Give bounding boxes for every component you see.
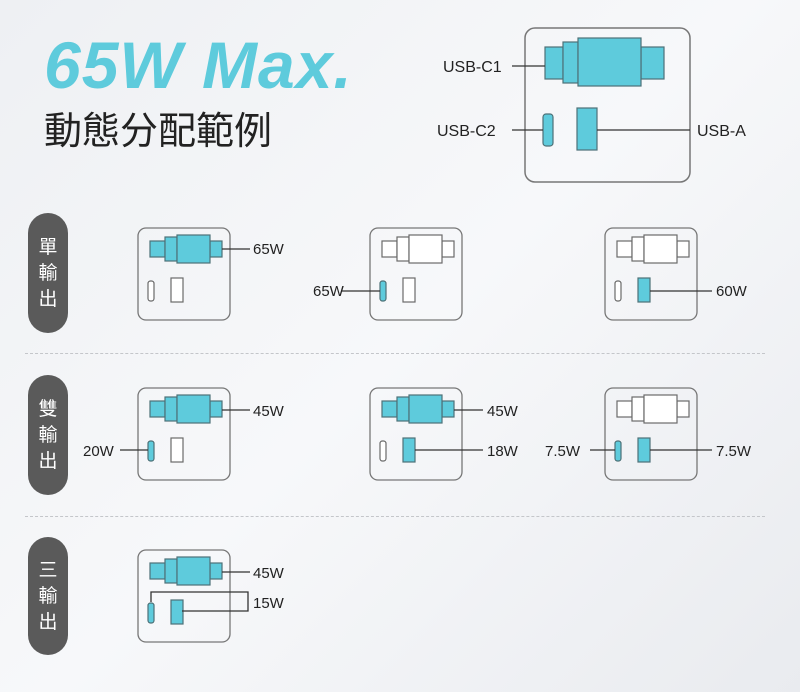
charger-outline xyxy=(137,549,231,643)
power-label: 45W xyxy=(253,403,285,420)
usb-c1-plug-cap xyxy=(640,46,665,80)
power-label: 20W xyxy=(83,443,115,460)
usb-c2-port xyxy=(379,440,387,462)
usb-c2-port xyxy=(614,440,622,462)
usb-a-port xyxy=(402,277,416,303)
power-label: 7.5W xyxy=(545,443,581,460)
usb-a-port xyxy=(170,277,184,303)
usb-a-port xyxy=(170,437,184,463)
usb-c1-plug-collar xyxy=(164,236,178,262)
usb-c1-plug-body xyxy=(577,37,642,87)
usb-c1-plug-collar xyxy=(631,396,645,422)
power-label: 65W xyxy=(313,283,345,300)
usb-c1-plug-cap xyxy=(381,400,398,418)
charger-outline xyxy=(137,387,231,481)
power-label: 7.5W xyxy=(716,443,752,460)
usb-c1-plug-cap xyxy=(676,240,690,258)
charger-outline xyxy=(604,387,698,481)
usb-c1-plug-cap xyxy=(209,562,223,580)
usb-c1-plug-collar xyxy=(164,558,178,584)
page-subtitle: 動態分配範例 xyxy=(44,109,273,153)
row-label-char: 輸 xyxy=(38,585,58,607)
usb-c1-plug-cap xyxy=(616,240,633,258)
row-label-dual: 雙輸出 xyxy=(28,375,68,495)
usb-c1-plug-body xyxy=(176,234,211,264)
row-divider xyxy=(25,516,765,517)
usb-a-port xyxy=(637,437,651,463)
row-label-char: 單 xyxy=(38,236,58,258)
usb-c1-plug-body xyxy=(408,234,443,264)
usb-c1-plug-body xyxy=(643,234,678,264)
row-label-char: 輸 xyxy=(38,424,58,446)
usb-c1-plug-cap xyxy=(544,46,564,80)
usb-a-port xyxy=(637,277,651,303)
usb-c1-plug-collar xyxy=(396,396,410,422)
power-label: 18W xyxy=(487,443,519,460)
usb-c1-plug-cap xyxy=(149,562,166,580)
legend-usb-a: USB-A xyxy=(697,123,746,140)
usb-a-port xyxy=(402,437,416,463)
row-label-triple: 三輸出 xyxy=(28,537,68,655)
usb-c1-plug-cap xyxy=(149,400,166,418)
charger-outline xyxy=(369,387,463,481)
usb-c1-plug-body xyxy=(408,394,443,424)
usb-c2-port xyxy=(147,602,155,624)
usb-c1-plug-collar xyxy=(396,236,410,262)
usb-c1-plug-collar xyxy=(562,41,579,84)
row-label-char: 出 xyxy=(38,288,58,310)
usb-c2-port xyxy=(542,113,554,147)
charger-outline xyxy=(604,227,698,321)
charger-outline xyxy=(369,227,463,321)
row-label-char: 出 xyxy=(38,611,58,633)
usb-c1-plug-cap xyxy=(209,400,223,418)
usb-c1-plug-cap xyxy=(209,240,223,258)
connector-line xyxy=(150,591,249,612)
legend-usb-c1: USB-C1 xyxy=(443,59,502,76)
usb-c2-port xyxy=(147,280,155,302)
power-label: 45W xyxy=(487,403,519,420)
usb-c2-port xyxy=(147,440,155,462)
usb-c1-plug-body xyxy=(176,394,211,424)
charger-outline xyxy=(524,27,691,183)
row-label-char: 輸 xyxy=(38,262,58,284)
usb-c1-plug-cap xyxy=(616,400,633,418)
power-label: 65W xyxy=(253,241,285,258)
page-title: 65W Max. xyxy=(44,28,353,102)
usb-c1-plug-collar xyxy=(631,236,645,262)
row-label-char: 雙 xyxy=(38,398,58,420)
usb-c1-plug-collar xyxy=(164,396,178,422)
row-label-char: 出 xyxy=(38,450,58,472)
usb-c1-plug-cap xyxy=(676,400,690,418)
row-label-single: 單輸出 xyxy=(28,213,68,333)
legend-usb-c2: USB-C2 xyxy=(437,123,496,140)
usb-c1-plug-cap xyxy=(441,400,455,418)
charger-outline xyxy=(137,227,231,321)
usb-c1-plug-body xyxy=(643,394,678,424)
row-label-char: 三 xyxy=(38,559,58,581)
usb-c1-plug-cap xyxy=(381,240,398,258)
power-label: 60W xyxy=(716,283,748,300)
power-label: 45W xyxy=(253,565,285,582)
power-label: 15W xyxy=(253,595,285,612)
usb-c2-port xyxy=(614,280,622,302)
usb-a-port xyxy=(576,107,598,151)
usb-c2-port xyxy=(379,280,387,302)
usb-c1-plug-body xyxy=(176,556,211,586)
usb-a-port xyxy=(170,599,184,625)
usb-c1-plug-cap xyxy=(149,240,166,258)
usb-c1-plug-cap xyxy=(441,240,455,258)
row-divider xyxy=(25,353,765,354)
